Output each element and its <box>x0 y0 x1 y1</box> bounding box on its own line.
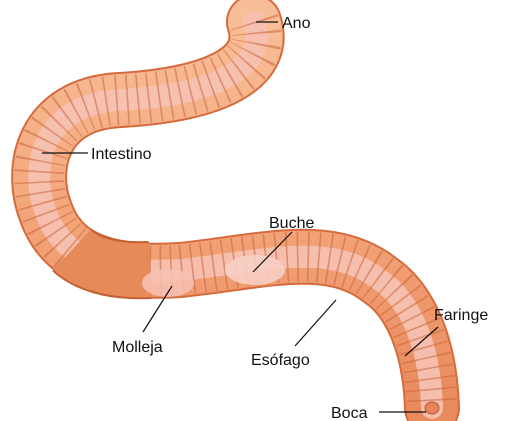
label-faringe: Faringe <box>434 307 488 324</box>
mouth-opening <box>425 402 439 414</box>
clitellum-fill <box>72 250 150 270</box>
label-esofago: Esófago <box>251 352 310 369</box>
label-buche: Buche <box>269 215 314 232</box>
label-intestino: Intestino <box>91 146 152 163</box>
label-molleja: Molleja <box>112 339 163 356</box>
label-boca: Boca <box>331 405 368 421</box>
label-ano: Ano <box>282 15 311 32</box>
leader-esofago <box>295 300 336 346</box>
